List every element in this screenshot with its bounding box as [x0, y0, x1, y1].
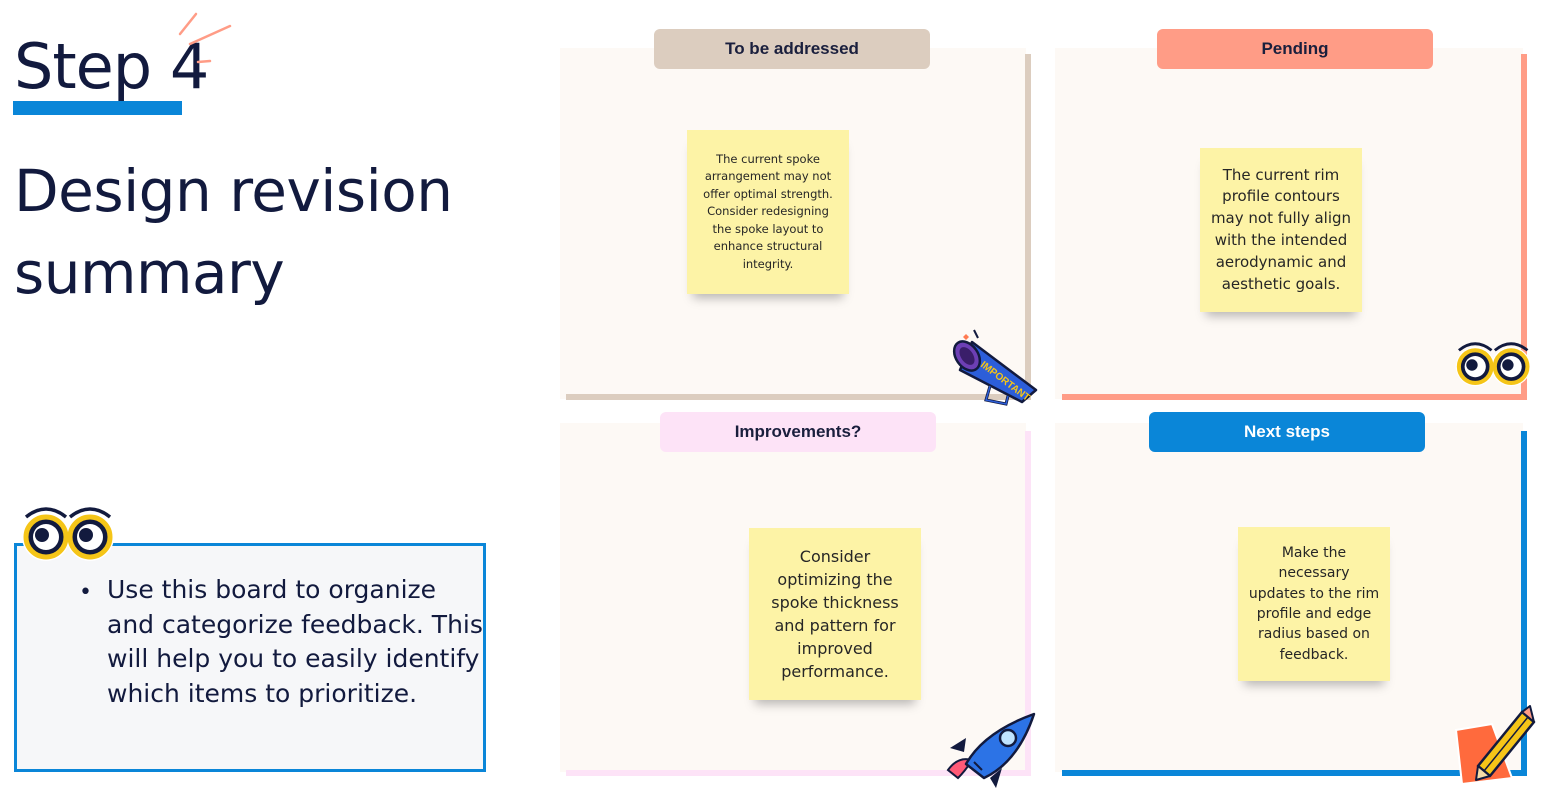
tab-improvements[interactable]: Improvements?: [660, 412, 936, 452]
googly-eyes-icon: [22, 507, 114, 561]
rocket-icon: [946, 712, 1036, 788]
bullet-dot: •: [79, 580, 92, 605]
sticky-note-text: Consider optimizing the spoke thickness …: [771, 547, 899, 681]
page-title: Design revision summary: [14, 150, 534, 314]
sticky-note-text: The current spoke arrangement may not of…: [703, 152, 833, 271]
page-title-line1: Design revision: [14, 157, 453, 225]
quadrant-edge: [1521, 54, 1527, 399]
sticky-note[interactable]: The current rim profile contours may not…: [1200, 148, 1362, 312]
quadrant-edge: [1521, 431, 1527, 772]
quadrant-edge: [566, 394, 1031, 400]
important-megaphone-icon: IMPORTANT: [952, 329, 1038, 406]
page-title-line2: summary: [14, 239, 285, 307]
step-underline: [13, 101, 182, 115]
sticky-note[interactable]: Make the necessary updates to the rim pr…: [1238, 527, 1390, 681]
sticky-note-text: The current rim profile contours may not…: [1210, 165, 1352, 293]
sticky-note-text: Make the necessary updates to the rim pr…: [1248, 544, 1380, 663]
quadrant-edge: [1062, 394, 1527, 400]
tab-pending[interactable]: Pending: [1157, 29, 1433, 69]
tab-next-steps[interactable]: Next steps: [1149, 412, 1425, 452]
step-label: Step 4: [14, 30, 209, 103]
sparkle-lines-icon: [178, 12, 232, 64]
info-card-text: Use this board to organize and categoriz…: [107, 575, 483, 708]
quadrant-edge: [1062, 770, 1527, 776]
sticky-note[interactable]: Consider optimizing the spoke thickness …: [749, 528, 921, 700]
googly-eyes-icon: [1455, 342, 1531, 387]
info-card: •: [14, 543, 486, 772]
quadrant-edge: [1025, 431, 1031, 772]
sticky-note[interactable]: The current spoke arrangement may not of…: [687, 130, 849, 294]
quadrant-edge: [1025, 54, 1031, 399]
pencil-icon: [1454, 705, 1536, 786]
quadrant-edge: [566, 770, 1031, 776]
tab-to-be-addressed[interactable]: To be addressed: [654, 29, 930, 69]
